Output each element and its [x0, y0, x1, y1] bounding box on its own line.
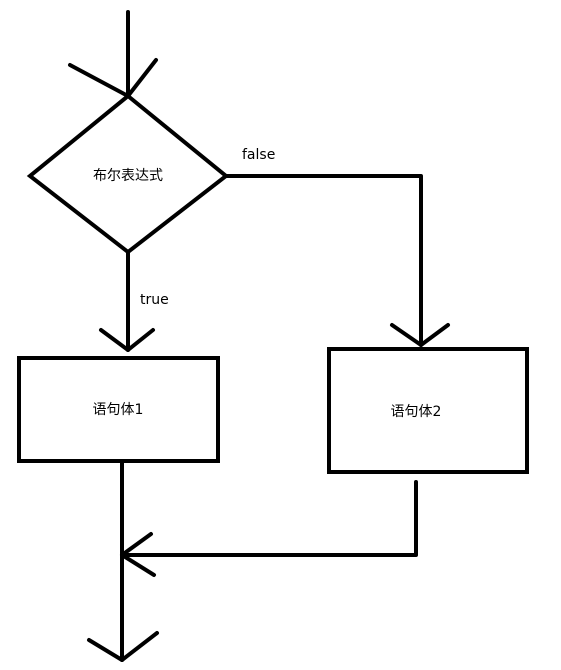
merge-arrowhead: [120, 532, 156, 577]
true-branch-arrowhead: [99, 328, 155, 352]
false-branch-line: [224, 174, 423, 347]
statement-right-label: 语句体2: [391, 404, 442, 420]
entry-arrowhead: [68, 58, 158, 98]
exit-arrowhead: [87, 631, 159, 662]
condition-label: 布尔表达式: [93, 168, 163, 184]
true-label: true: [140, 292, 169, 308]
merge-return-line: [120, 480, 418, 557]
statement-box-right: [327, 347, 529, 474]
false-branch-arrowhead: [390, 323, 450, 347]
false-label: false: [242, 147, 275, 163]
statement-box-left: [17, 356, 220, 463]
statement-left-label: 语句体1: [93, 402, 144, 418]
